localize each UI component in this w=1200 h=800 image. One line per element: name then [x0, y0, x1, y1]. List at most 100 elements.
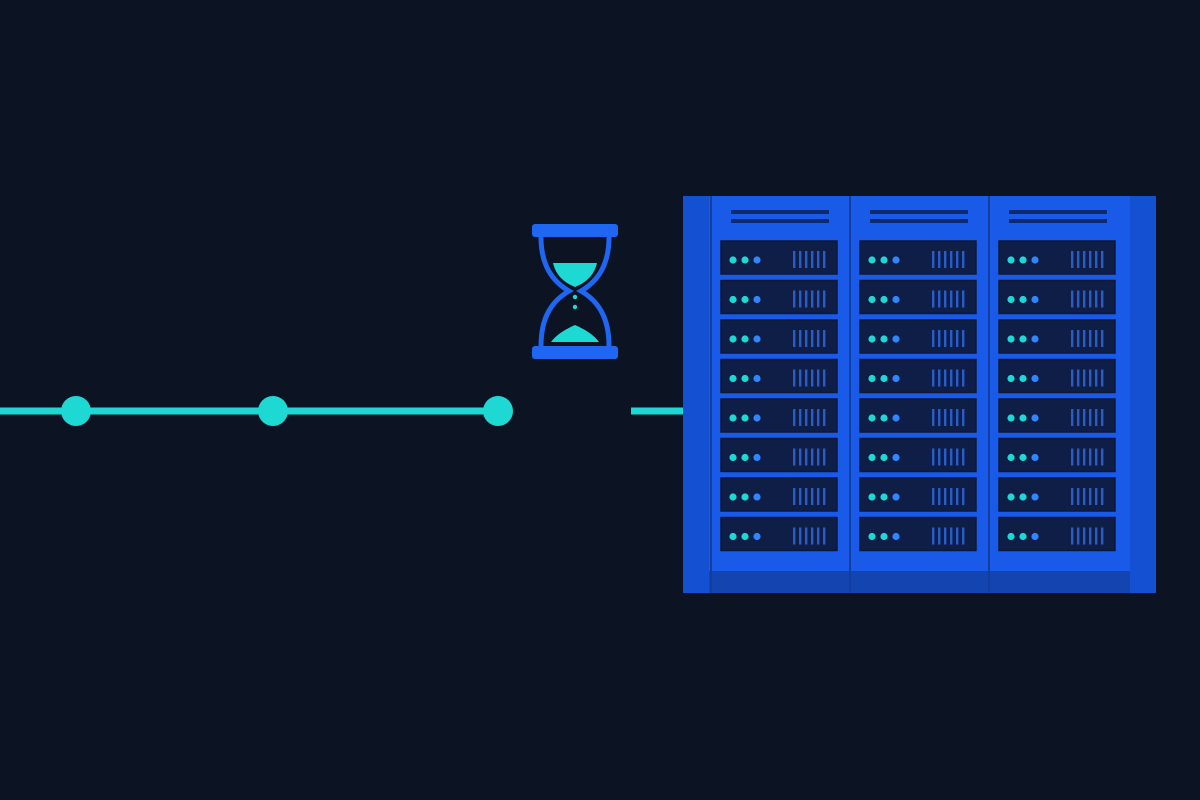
status-led	[880, 532, 888, 541]
server-unit	[720, 358, 838, 394]
vent-slot	[938, 290, 941, 308]
vent-slot	[805, 290, 808, 308]
status-led	[729, 453, 737, 462]
server-unit-panel	[859, 240, 977, 275]
vent-slot	[793, 369, 796, 387]
status-led	[892, 335, 900, 343]
server-unit-panel	[859, 358, 977, 394]
server-unit	[998, 516, 1116, 552]
vent-slot	[932, 409, 935, 426]
vent-slot	[811, 290, 814, 308]
server-unit-panel	[998, 437, 1116, 473]
server-unit-panel	[720, 240, 838, 275]
vent-slot	[817, 369, 820, 387]
vent-slot	[944, 290, 947, 308]
vent-slot	[950, 369, 953, 387]
status-led	[868, 335, 876, 343]
status-led	[729, 414, 737, 422]
status-led	[741, 374, 749, 383]
server-unit	[998, 398, 1116, 433]
status-led	[753, 256, 761, 264]
vent-slot	[805, 488, 808, 505]
vent-slot	[956, 290, 959, 308]
vent-slot	[799, 251, 802, 268]
vent-slot	[1101, 369, 1104, 387]
server-unit	[859, 516, 977, 552]
hourglass-icon	[532, 224, 618, 359]
vent-slot	[1089, 290, 1092, 308]
server-unit-panel	[720, 279, 838, 315]
vent-slot	[1089, 448, 1092, 466]
server-unit	[998, 477, 1116, 512]
vent-slot	[799, 290, 802, 308]
server-unit-panel	[998, 398, 1116, 433]
status-led	[1007, 414, 1015, 422]
server-unit	[720, 279, 838, 315]
server-unit-panel	[720, 477, 838, 512]
vent-slot	[805, 527, 808, 545]
vent-slot	[811, 527, 814, 545]
status-led	[868, 256, 876, 264]
rack-side-panel	[683, 196, 709, 593]
vent-slot	[938, 369, 941, 387]
vent-slot	[817, 409, 820, 426]
server-unit	[998, 240, 1116, 275]
status-led	[1019, 493, 1027, 501]
timeline-node	[61, 396, 91, 426]
vent-slot	[1077, 488, 1080, 505]
hourglass-sand-bottom	[551, 325, 599, 342]
vent-slot	[956, 527, 959, 545]
vent-slot	[962, 527, 965, 545]
vent-slot	[962, 369, 965, 387]
server-unit	[720, 477, 838, 512]
vent-slot	[1083, 488, 1086, 505]
vent-slot	[811, 409, 814, 426]
vent-slot	[1095, 290, 1098, 308]
vent-slot	[1083, 251, 1086, 268]
status-led	[1031, 532, 1039, 541]
status-led	[868, 374, 876, 383]
vent-slot	[956, 409, 959, 426]
server-unit-panel	[720, 358, 838, 394]
server-unit-panel	[998, 516, 1116, 552]
server-unit	[720, 319, 838, 354]
vent-slot	[1083, 290, 1086, 308]
vent-slot	[823, 409, 826, 426]
vent-slot	[950, 290, 953, 308]
vent-slot	[1083, 330, 1086, 347]
vent-slot	[817, 330, 820, 347]
vent-slot	[956, 251, 959, 268]
rack-top-vent	[870, 219, 968, 223]
vent-slot	[1095, 330, 1098, 347]
status-led	[892, 493, 900, 501]
rack-base	[683, 571, 1156, 593]
vent-slot	[944, 488, 947, 505]
vent-slot	[938, 527, 941, 545]
status-led	[753, 493, 761, 501]
status-led	[880, 295, 888, 304]
vent-slot	[1101, 251, 1104, 268]
hourglass-sand-drop	[572, 304, 578, 310]
rack-top-vent	[870, 210, 968, 214]
vent-slot	[1077, 369, 1080, 387]
server-unit	[720, 398, 838, 433]
vent-slot	[823, 488, 826, 505]
vent-slot	[956, 369, 959, 387]
vent-slot	[1083, 369, 1086, 387]
vent-slot	[793, 409, 796, 426]
vent-slot	[962, 251, 965, 268]
status-led	[729, 335, 737, 343]
rack-column	[710, 196, 838, 593]
vent-slot	[950, 448, 953, 466]
hourglass-bottom-cap	[532, 346, 618, 359]
vent-slot	[962, 448, 965, 466]
server-unit-panel	[720, 437, 838, 473]
rack-top-vent	[731, 210, 829, 214]
vent-slot	[962, 409, 965, 426]
vent-slot	[932, 527, 935, 545]
status-led	[1007, 374, 1015, 383]
vent-slot	[932, 290, 935, 308]
status-led	[1019, 335, 1027, 343]
rack-top-vent	[731, 219, 829, 223]
server-unit	[998, 319, 1116, 354]
